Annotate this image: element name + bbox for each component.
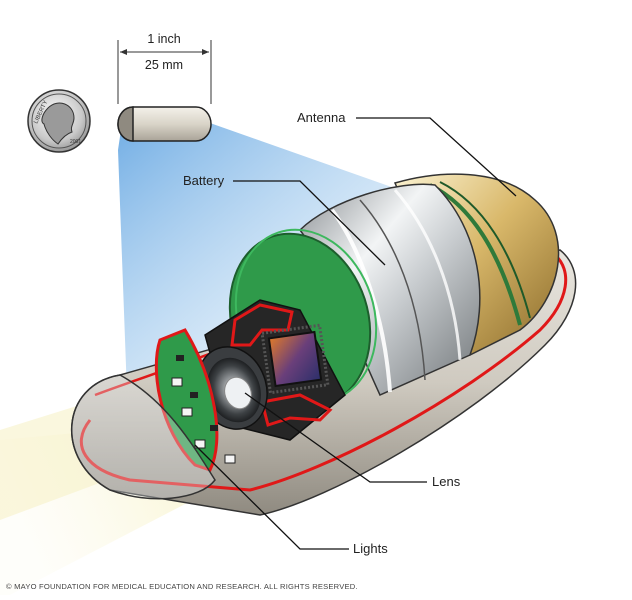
shell-cut-outline <box>79 253 568 492</box>
label-battery: Battery <box>183 173 225 188</box>
lens-glass <box>224 376 252 410</box>
lens-leader <box>244 392 427 483</box>
chip-c <box>210 425 218 431</box>
dimension-mm: 25 mm <box>144 58 184 72</box>
antenna-coil-2 <box>439 181 531 319</box>
capsule-dome <box>70 374 216 500</box>
led-2 <box>181 407 193 417</box>
battery-seam <box>359 199 426 381</box>
image-sensor <box>267 330 323 388</box>
dimension-inch: 1 inch <box>147 32 181 46</box>
battery-stripe <box>330 208 392 393</box>
image-sensor-frame <box>260 323 330 395</box>
copyright-notice: © MAYO FOUNDATION FOR MEDICAL EDUCATION … <box>6 582 358 591</box>
led-4 <box>224 454 236 464</box>
dime-portrait <box>41 102 75 145</box>
chip-a <box>176 355 184 361</box>
antenna-coil <box>429 183 522 326</box>
dime-rim <box>31 93 87 149</box>
led-1 <box>171 377 183 387</box>
label-lens: Lens <box>432 474 461 489</box>
housing-cut-2 <box>260 393 333 427</box>
dime-year: 2001 <box>70 139 81 145</box>
led-board <box>154 328 219 472</box>
dim-arrowhead-right <box>202 49 209 55</box>
small-pill-cap <box>117 106 134 142</box>
label-lights: Lights <box>353 541 388 556</box>
antenna-leader <box>356 117 517 197</box>
chip-b <box>190 392 198 398</box>
battery-leader <box>233 180 386 266</box>
battery-seam-2 <box>393 189 462 361</box>
housing-cut <box>230 303 294 347</box>
lights-leader <box>194 444 349 550</box>
dim-arrowhead-left <box>120 49 127 55</box>
led-3 <box>194 439 206 449</box>
label-antenna: Antenna <box>297 110 346 125</box>
